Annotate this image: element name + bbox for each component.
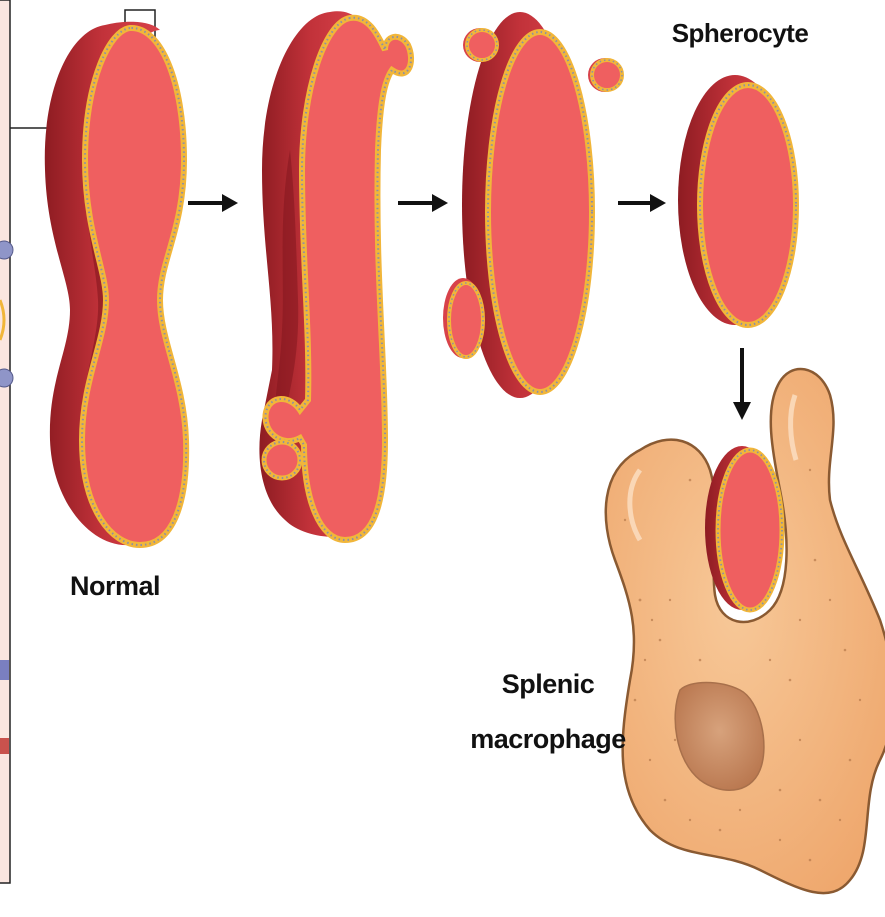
right-arrow-icon	[398, 194, 448, 212]
right-arrow-icon	[618, 194, 666, 212]
spherocyte-label: Spherocyte	[672, 18, 809, 48]
down-arrow-icon	[733, 348, 751, 420]
engulfed-spherocyte	[705, 446, 782, 610]
macrophage-label-line2: macrophage	[470, 724, 626, 754]
macrophage-label-line1: Splenic	[502, 669, 595, 699]
normal-red-cell	[45, 22, 186, 545]
budding-red-cell	[259, 11, 411, 540]
inset-panel	[0, 0, 13, 883]
right-arrow-icon	[188, 194, 238, 212]
normal-label: Normal	[70, 571, 160, 601]
spherocyte-cell	[678, 75, 796, 325]
vesiculating-red-cell	[443, 12, 622, 398]
